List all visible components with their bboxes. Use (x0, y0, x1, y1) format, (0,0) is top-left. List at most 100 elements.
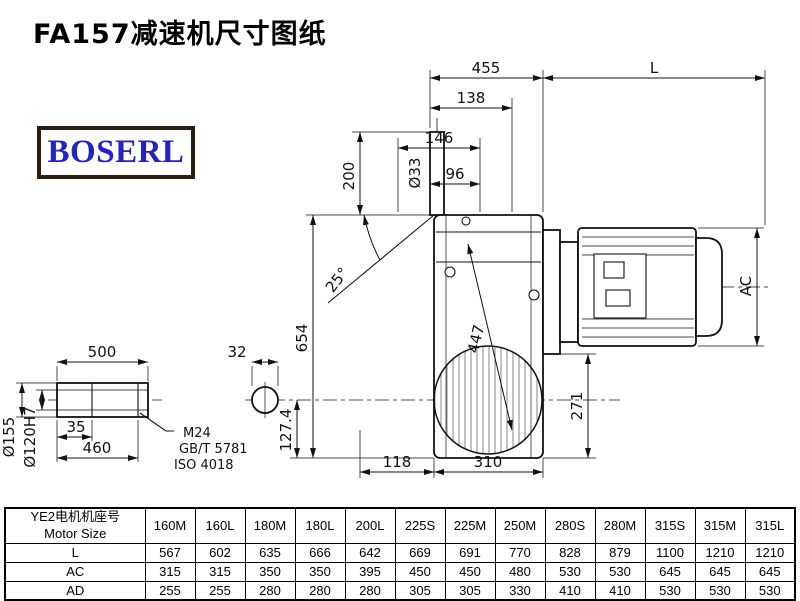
motor-size-col-header: 225M (444, 507, 496, 544)
dimension-value-cell: 305 (444, 580, 496, 601)
dimension-value-cell: 255 (194, 580, 246, 601)
dimension-value-cell: 530 (594, 561, 646, 582)
output-shaft-detail (56, 382, 149, 418)
dim-460: 460 (83, 439, 112, 457)
angle-indicator (327, 214, 435, 304)
dimension-value-cell: 567 (144, 542, 196, 563)
brand-logo: BOSERL (37, 126, 195, 179)
motor-size-col-header: 200L (344, 507, 396, 544)
dimension-value-cell: 410 (544, 580, 596, 601)
dimension-value-cell: 1100 (644, 542, 696, 563)
dimension-value-cell: 280 (344, 580, 396, 601)
dimension-value-cell: 280 (294, 580, 346, 601)
dimension-value-cell: 1210 (744, 542, 796, 563)
gearbox-dimension-drawing: 455 L 138 146 96 Ø33 200 25° 654 447 AC … (0, 59, 772, 478)
dimension-value-cell: 530 (544, 561, 596, 582)
dim-138: 138 (457, 89, 486, 107)
dim-96: 96 (445, 165, 464, 183)
dim-dia-33: Ø33 (406, 158, 424, 189)
m24-leader-line (139, 412, 174, 432)
shaft-end-view (251, 382, 279, 418)
motor-size-col-header: 315L (744, 507, 796, 544)
row-label: AC (4, 561, 146, 582)
dimension-value-cell: 350 (244, 561, 296, 582)
dimension-value-cell: 280 (244, 580, 296, 601)
dim-35: 35 (66, 418, 85, 436)
motor-size-col-header: 280S (544, 507, 596, 544)
dimension-value-cell: 666 (294, 542, 346, 563)
dimension-value-cell: 480 (494, 561, 546, 582)
motor-size-col-header: 160M (144, 507, 196, 544)
fan-cover (695, 237, 723, 337)
motor-size-col-header: 180L (294, 507, 346, 544)
dimension-value-cell: 645 (744, 561, 796, 582)
row-label: L (4, 542, 146, 563)
output-flange-circle (433, 345, 543, 455)
dimension-value-cell: 395 (344, 561, 396, 582)
dimension-value-cell: 602 (194, 542, 246, 563)
dimension-value-cell: 879 (594, 542, 646, 563)
dimension-value-cell: 315 (144, 561, 196, 582)
dimension-labels: 455 L 138 146 96 Ø33 200 25° 654 447 AC … (0, 59, 755, 473)
motor-size-col-header: 250M (494, 507, 546, 544)
dimension-value-cell: 350 (294, 561, 346, 582)
dim-dia-155: Ø155 (0, 417, 18, 457)
dimension-value-cell: 530 (644, 580, 696, 601)
dim-AC: AC (737, 276, 755, 296)
dimension-value-cell: 691 (444, 542, 496, 563)
dimension-value-cell: 645 (644, 561, 696, 582)
dimension-value-cell: 450 (394, 561, 446, 582)
dim-127-4: 127.4 (277, 409, 295, 452)
dim-500: 500 (88, 343, 117, 361)
dimension-value-cell: 255 (144, 580, 196, 601)
dimension-value-cell: 410 (594, 580, 646, 601)
standard-gbt-5781: GB/T 5781 (179, 442, 248, 457)
dimension-value-cell: 642 (344, 542, 396, 563)
dim-455: 455 (472, 59, 501, 77)
motor-size-col-header: 280M (594, 507, 646, 544)
dimension-value-cell: 315 (194, 561, 246, 582)
dimension-value-cell: 330 (494, 580, 546, 601)
dim-L: L (650, 59, 659, 77)
dimension-value-cell: 1210 (694, 542, 746, 563)
motor-size-col-header: 225S (394, 507, 446, 544)
motor-size-col-header: 315S (644, 507, 696, 544)
dimension-value-cell: 305 (394, 580, 446, 601)
dim-dia-120: Ø120H7 (21, 406, 39, 467)
dim-310: 310 (474, 453, 503, 471)
dim-146: 146 (425, 129, 454, 147)
thread-spec-m24: M24 (183, 426, 211, 441)
row-label: AD (4, 580, 146, 601)
dim-angle-25: 25° (322, 264, 353, 296)
dimension-lines (19, 75, 765, 475)
motor-size-col-header: 160L (194, 507, 246, 544)
dimension-value-cell: 450 (444, 561, 496, 582)
motor (542, 227, 723, 355)
motor-size-col-header: 180M (244, 507, 296, 544)
dim-32: 32 (227, 343, 246, 361)
dimension-value-cell: 635 (244, 542, 296, 563)
gearbox-housing (433, 214, 544, 459)
dimension-value-cell: 828 (544, 542, 596, 563)
dimension-value-cell: 530 (744, 580, 796, 601)
dim-654: 654 (293, 324, 311, 353)
dim-271: 271 (568, 392, 586, 421)
dimension-value-cell: 530 (694, 580, 746, 601)
dimension-value-cell: 669 (394, 542, 446, 563)
page-title: FA157减速机尺寸图纸 (33, 19, 327, 50)
dimension-value-cell: 770 (494, 542, 546, 563)
motor-size-col-header: 315M (694, 507, 746, 544)
dimension-value-cell: 645 (694, 561, 746, 582)
drawing-linework (16, 70, 772, 478)
dim-447: 447 (464, 323, 488, 355)
dim-200: 200 (340, 162, 358, 191)
brand-logo-text: BOSERL (47, 134, 185, 170)
standard-iso-4018: ISO 4018 (174, 458, 234, 473)
